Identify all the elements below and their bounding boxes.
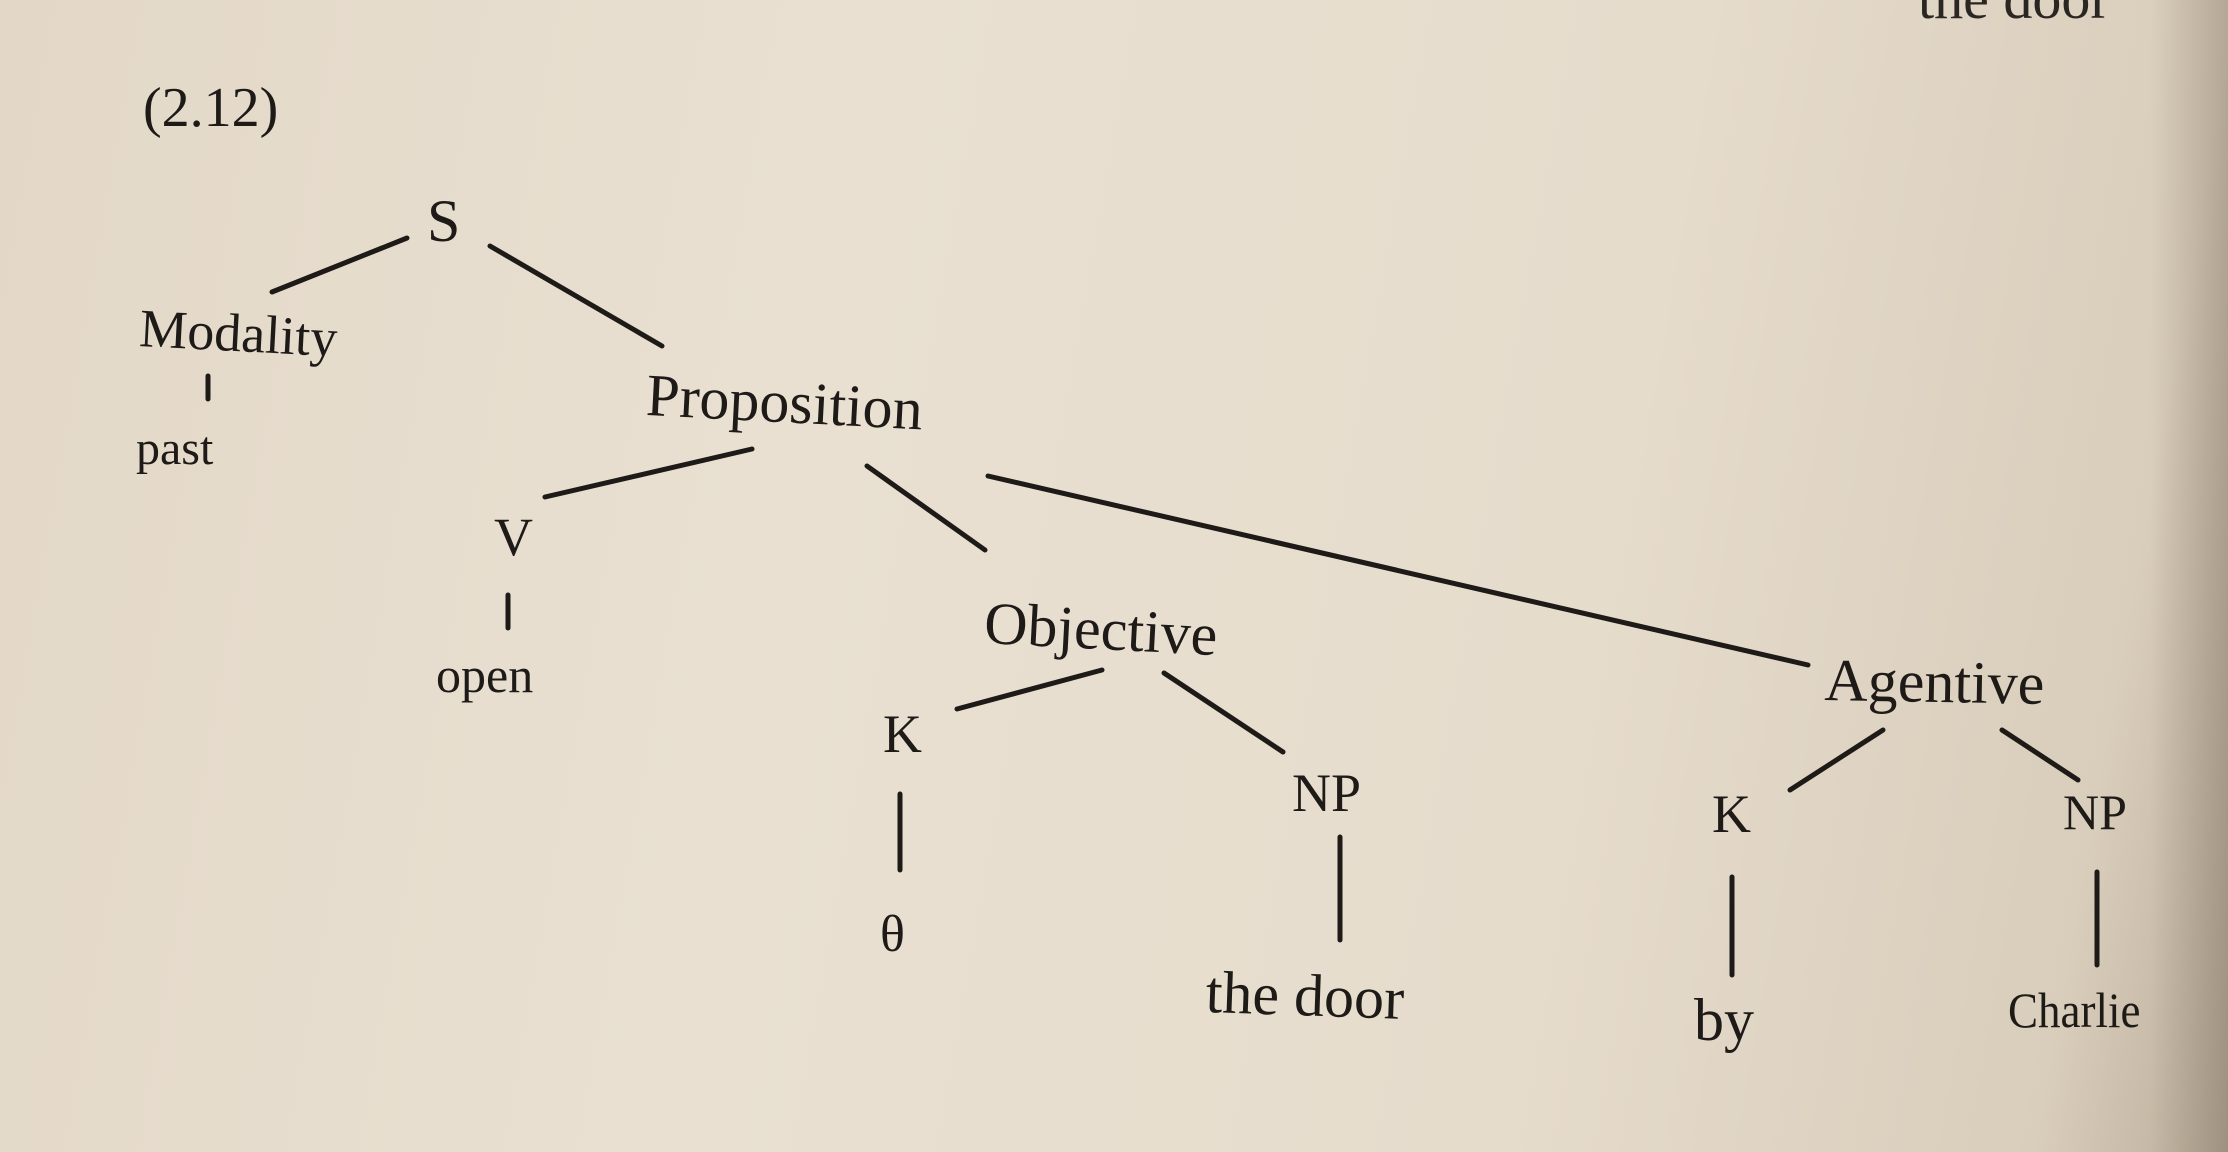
leaf-open: open [436,647,534,703]
node-proposition: Proposition [644,362,925,443]
leaf-charlie: Charlie [2008,982,2141,1038]
node-agentive-k: K [1712,784,1751,844]
node-objective-k: K [883,704,922,764]
edge-agentive-k [1787,727,1886,793]
edge-s-proposition [487,243,665,349]
leaf-theta: θ [880,906,905,963]
edge-proposition-agentive [985,473,1811,668]
leaf-past: past [136,422,214,475]
node-modality: Modality [138,298,339,369]
cropped-top-text: the door [1918,0,2110,28]
edge-s-modality [269,235,410,295]
node-objective-np: NP [1292,763,1362,823]
node-agentive: Agentive [1823,647,2045,717]
node-agentive-np: NP [2063,784,2127,840]
edge-objective-np [1161,670,1286,755]
leaf-by: by [1694,987,1754,1053]
node-v: V [494,507,533,567]
node-objective: Objective [982,590,1220,669]
edge-objective-k [954,667,1105,712]
example-number: (2.12) [143,77,279,139]
edge-proposition-objective [864,463,988,553]
leaf-the-door: the door [1204,959,1406,1032]
page-edge-shadow [2150,0,2228,1152]
edge-proposition-v [542,446,755,500]
edge-agentive-np [1999,727,2081,783]
node-s: S [427,188,461,254]
